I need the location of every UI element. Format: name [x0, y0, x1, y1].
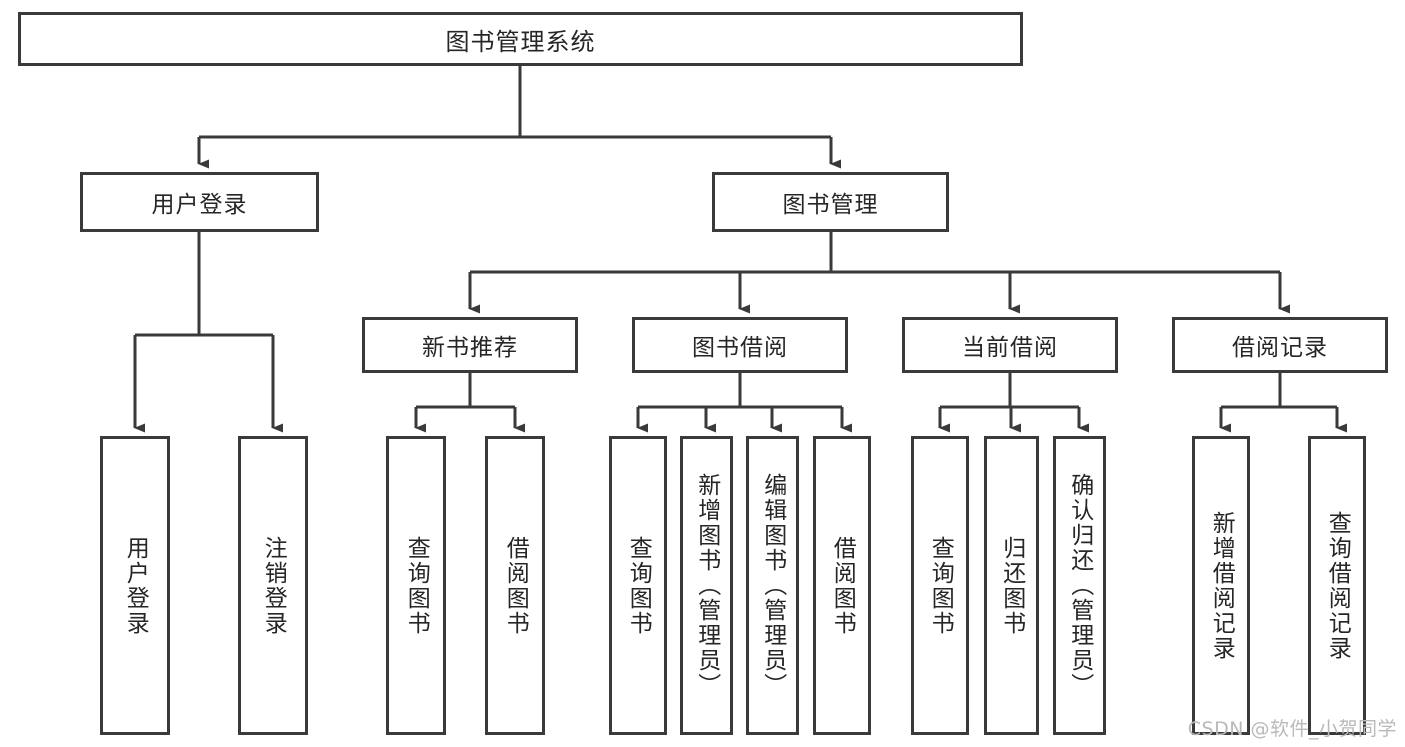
node-leaf-query-book-2-label: 查询图书: [625, 535, 652, 636]
node-leaf-user-login-label: 用户登录: [122, 535, 149, 636]
node-leaf-borrow-book-2[interactable]: 借阅图书: [813, 436, 871, 735]
node-book-borrow[interactable]: 图书借阅: [632, 317, 848, 373]
node-leaf-query-book-2[interactable]: 查询图书: [609, 436, 667, 735]
node-user-login-label: 用户登录: [151, 192, 248, 218]
node-current-borrow[interactable]: 当前借阅: [902, 317, 1118, 373]
node-root-label: 图书管理系统: [445, 27, 596, 56]
node-leaf-borrow-book-1[interactable]: 借阅图书: [485, 436, 545, 735]
node-leaf-add-book-label: 新增图书（管理员）: [693, 473, 720, 698]
node-leaf-query-book-3[interactable]: 查询图书: [911, 436, 969, 735]
node-user-login[interactable]: 用户登录: [80, 172, 319, 232]
node-leaf-return-book[interactable]: 归还图书: [984, 436, 1039, 735]
node-leaf-query-book-1-label: 查询图书: [403, 535, 430, 636]
node-leaf-query-book-1[interactable]: 查询图书: [386, 436, 446, 735]
node-leaf-borrow-book-1-label: 借阅图书: [502, 535, 529, 636]
node-new-book-recommend-label: 新书推荐: [422, 335, 518, 361]
node-borrow-record[interactable]: 借阅记录: [1172, 317, 1388, 373]
node-leaf-add-book[interactable]: 新增图书（管理员）: [680, 436, 733, 735]
node-leaf-user-logout-label: 注销登录: [260, 535, 287, 636]
node-root[interactable]: 图书管理系统: [18, 12, 1023, 66]
node-leaf-edit-book[interactable]: 编辑图书（管理员）: [746, 436, 799, 735]
node-book-borrow-label: 图书借阅: [692, 335, 788, 361]
node-leaf-query-record[interactable]: 查询借阅记录: [1308, 436, 1366, 735]
node-new-book-recommend[interactable]: 新书推荐: [362, 317, 578, 373]
node-leaf-query-record-label: 查询借阅记录: [1324, 510, 1351, 661]
node-leaf-borrow-book-2-label: 借阅图书: [829, 535, 856, 636]
node-leaf-add-record-label: 新增借阅记录: [1208, 510, 1235, 661]
node-leaf-user-login[interactable]: 用户登录: [100, 436, 170, 735]
node-book-manage-label: 图书管理: [782, 192, 879, 218]
node-book-manage[interactable]: 图书管理: [712, 172, 949, 232]
node-leaf-add-record[interactable]: 新增借阅记录: [1192, 436, 1250, 735]
node-leaf-edit-book-label: 编辑图书（管理员）: [759, 473, 786, 698]
node-leaf-return-book-label: 归还图书: [998, 535, 1025, 636]
node-current-borrow-label: 当前借阅: [962, 335, 1058, 361]
node-leaf-query-book-3-label: 查询图书: [927, 535, 954, 636]
node-leaf-confirm-return-label: 确认归还（管理员）: [1066, 473, 1093, 698]
node-leaf-confirm-return[interactable]: 确认归还（管理员）: [1053, 436, 1106, 735]
node-leaf-user-logout[interactable]: 注销登录: [238, 436, 308, 735]
node-borrow-record-label: 借阅记录: [1232, 335, 1328, 361]
